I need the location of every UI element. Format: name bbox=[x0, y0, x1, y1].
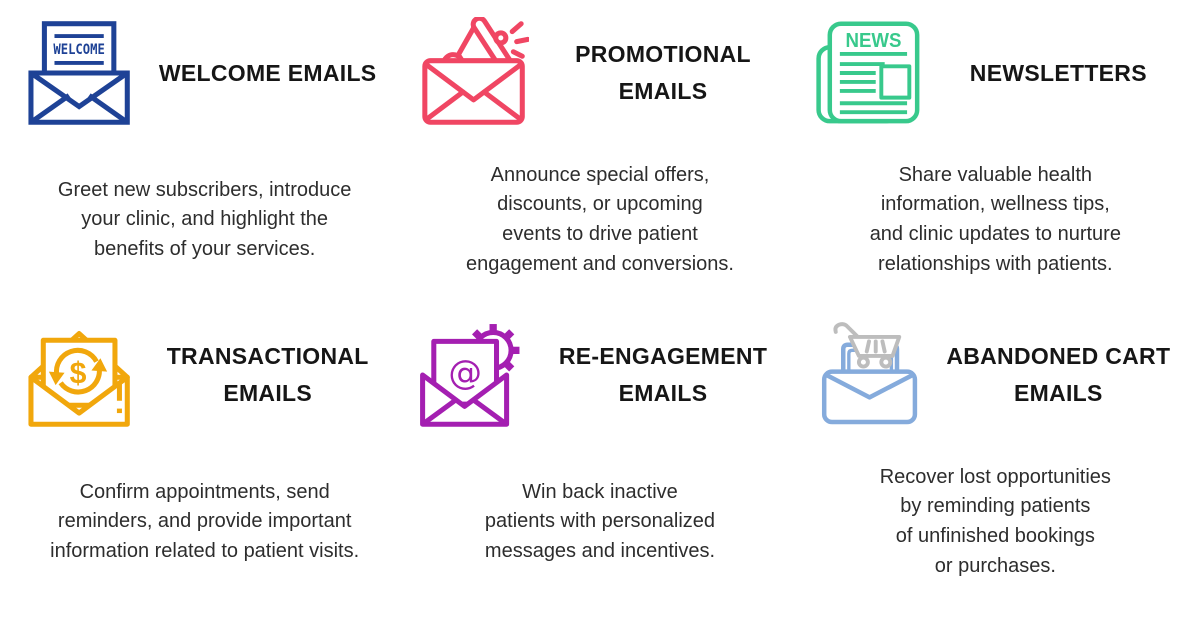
card-welcome-emails: WELCOME WELCOME EMAILS Greet new subscri… bbox=[20, 16, 389, 310]
card-header: WELCOME WELCOME EMAILS bbox=[22, 16, 387, 130]
card-transactional-emails: $ TRANSACTIONAL EMAILS Confirm appointme… bbox=[20, 318, 389, 612]
dollar-refresh-envelope-icon: $ bbox=[22, 319, 134, 431]
card-header: PROMOTIONAL EMAILS bbox=[417, 16, 782, 130]
shopping-cart-envelope-icon bbox=[813, 319, 925, 431]
card-description: Share valuable health information, welln… bbox=[869, 163, 1121, 275]
card-title: NEWSLETTERS bbox=[969, 59, 1147, 86]
card-description: Greet new subscribers, introduce your cl… bbox=[57, 178, 352, 260]
card-body: Confirm appointments, send reminders, an… bbox=[22, 432, 387, 612]
card-header: $ TRANSACTIONAL EMAILS bbox=[22, 318, 387, 432]
card-header: NEWS NEWSLETTERS bbox=[813, 16, 1178, 130]
card-header: @ RE-ENGAGEMENT EMAILS bbox=[417, 318, 782, 432]
welcome-letter-envelope-icon: WELCOME bbox=[22, 17, 134, 129]
card-title: TRANSACTIONAL EMAILS bbox=[166, 343, 369, 406]
card-title: RE-ENGAGEMENT EMAILS bbox=[558, 343, 768, 406]
card-title: PROMOTIONAL EMAILS bbox=[575, 41, 751, 104]
megaphone-envelope-icon bbox=[417, 17, 530, 129]
news-icon-label: NEWS bbox=[845, 30, 901, 52]
card-abandoned-cart-emails: ABANDONED CART EMAILS Recover lost oppor… bbox=[811, 318, 1180, 612]
dollar-icon-label: $ bbox=[70, 357, 87, 390]
card-title: ABANDONED CART EMAILS bbox=[946, 343, 1171, 406]
card-header: ABANDONED CART EMAILS bbox=[813, 318, 1178, 432]
card-re-engagement-emails: @ RE-ENGAGEMENT EMAILS Win back inactive… bbox=[415, 318, 784, 612]
card-description: Win back inactive patients with personal… bbox=[484, 480, 716, 562]
card-body: Share valuable health information, welln… bbox=[813, 130, 1178, 310]
card-description: Recover lost opportunities by reminding … bbox=[879, 465, 1111, 577]
card-description: Confirm appointments, send reminders, an… bbox=[50, 480, 360, 562]
card-title: WELCOME EMAILS bbox=[158, 59, 377, 86]
card-newsletters: NEWS NEWSLETTERS Share valuable health i… bbox=[811, 16, 1180, 310]
card-description: Announce special offers, discounts, or u… bbox=[466, 163, 734, 275]
card-promotional-emails: PROMOTIONAL EMAILS Announce special offe… bbox=[415, 16, 784, 310]
card-body: Win back inactive patients with personal… bbox=[417, 432, 782, 612]
card-body: Greet new subscribers, introduce your cl… bbox=[22, 130, 387, 310]
card-body: Announce special offers, discounts, or u… bbox=[417, 130, 782, 310]
at-icon-label: @ bbox=[449, 353, 483, 392]
news-newspaper-icon: NEWS bbox=[813, 17, 925, 129]
welcome-icon-label: WELCOME bbox=[53, 41, 105, 58]
card-body: Recover lost opportunities by reminding … bbox=[813, 432, 1178, 612]
at-gear-envelope-icon: @ bbox=[417, 319, 529, 431]
